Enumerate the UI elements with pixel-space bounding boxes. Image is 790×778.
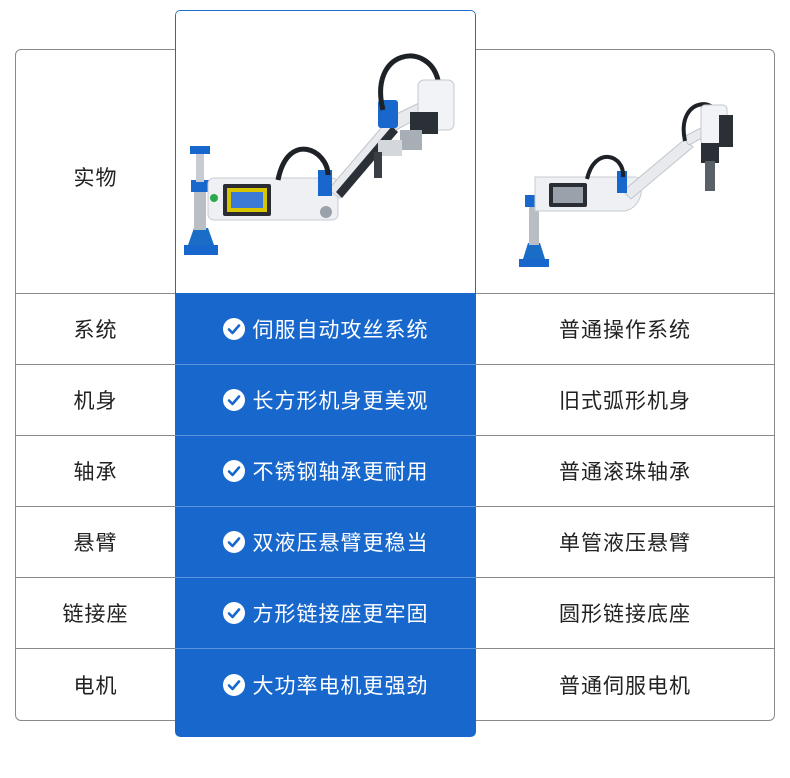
feature-row-separator: [175, 435, 476, 436]
other-body: 旧式弧形机身: [559, 389, 691, 413]
feature-system: 伺服自动攻丝系统: [175, 294, 476, 364]
row-separator: [475, 506, 775, 507]
feature-text: 方形链接座更牢固: [252, 602, 429, 626]
row-separator: [475, 293, 775, 294]
row-label-connector: 链接座: [62, 602, 129, 626]
feature-motor: 大功率电机更强劲: [175, 649, 476, 720]
header-label: 实物: [73, 165, 118, 190]
other-motor: 普通伺服电机: [559, 673, 691, 698]
other-connector: 圆形链接底座: [559, 602, 691, 626]
product-image-standard-tapping-machine: [519, 102, 733, 267]
feature-arm: 双液压悬臂更稳当: [175, 507, 476, 577]
row-separator: [475, 648, 775, 649]
check-circle-icon: [222, 318, 245, 340]
row-label-bearing: 轴承: [73, 460, 118, 484]
feature-connector: 方形链接座更牢固: [175, 578, 476, 648]
feature-text: 不锈钢轴承更耐用: [252, 460, 429, 484]
feature-text: 伺服自动攻丝系统: [252, 318, 429, 342]
feature-row-separator: [175, 506, 476, 507]
feature-row-separator: [175, 364, 476, 365]
feature-text: 长方形机身更美观: [252, 389, 429, 413]
feature-text: 双液压悬臂更稳当: [252, 531, 429, 555]
row-separator: [15, 506, 176, 507]
row-separator: [15, 435, 176, 436]
feature-text: 大功率电机更强劲: [252, 673, 429, 698]
check-circle-icon: [222, 602, 245, 624]
check-circle-icon: [222, 389, 245, 411]
row-label-arm: 悬臂: [73, 531, 118, 555]
row-label-body: 机身: [73, 389, 118, 413]
row-separator: [15, 364, 176, 365]
row-label-motor: 电机: [73, 673, 118, 698]
row-label-system: 系统: [73, 318, 118, 342]
check-circle-icon: [222, 531, 245, 553]
product-image-new-tapping-machine: [184, 53, 455, 255]
feature-row-separator: [175, 577, 476, 578]
feature-row-separator: [175, 648, 476, 649]
highlight-column: [175, 10, 476, 737]
check-circle-icon: [222, 460, 245, 482]
check-circle-icon: [222, 673, 245, 696]
row-separator: [475, 435, 775, 436]
product-photo-cell: [175, 10, 476, 293]
row-separator: [15, 293, 176, 294]
row-separator: [15, 648, 176, 649]
feature-body: 长方形机身更美观: [175, 365, 476, 435]
feature-bearing: 不锈钢轴承更耐用: [175, 436, 476, 506]
feature-column-body: [175, 293, 476, 737]
row-separator: [475, 577, 775, 578]
row-separator: [15, 577, 176, 578]
row-separator: [475, 364, 775, 365]
other-bearing: 普通滚珠轴承: [559, 460, 691, 484]
other-arm: 单管液压悬臂: [559, 531, 691, 555]
other-system: 普通操作系统: [559, 318, 691, 342]
